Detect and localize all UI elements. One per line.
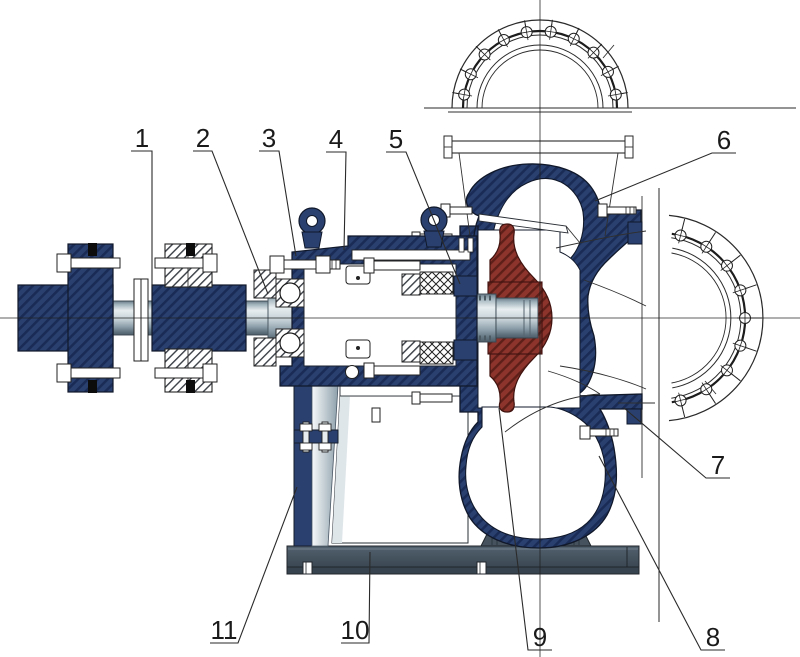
- upper-flange-bracket: [627, 221, 643, 245]
- callout-label: 8: [706, 622, 720, 652]
- packing-rings: [419, 271, 454, 295]
- callout-label: 6: [717, 125, 731, 155]
- callout-leader: [259, 150, 297, 257]
- callout-leader: [598, 455, 725, 651]
- right-discharge-flange: [641, 188, 764, 622]
- casing-cover-plate: [478, 213, 569, 234]
- callout-label: 1: [135, 123, 149, 153]
- casing-stud-bolt: [440, 203, 637, 440]
- callouts: 1 2 3 4 5 6 7 8 9 10 11: [131, 123, 736, 652]
- pedestal-bolt: [299, 421, 332, 453]
- callout-label: 3: [262, 123, 276, 153]
- callout-leader: [386, 151, 461, 285]
- callout-label: 4: [329, 124, 343, 154]
- callout-leader: [594, 152, 736, 202]
- gland-stud: [363, 257, 421, 379]
- top-discharge-flange: [424, 19, 796, 113]
- callout-leader: [326, 151, 347, 251]
- pedestal-column: [293, 385, 313, 547]
- callout-label: 10: [341, 615, 370, 645]
- gland-follower: [453, 275, 478, 297]
- callout-leader: [498, 407, 552, 651]
- coupling-bolt: [56, 253, 218, 383]
- pedestal-band: [293, 429, 339, 444]
- neck-flange-plate: [444, 140, 633, 154]
- callout-leader: [210, 486, 298, 644]
- bearing-cap-plate: [351, 249, 471, 261]
- pedestal-support: [293, 385, 469, 547]
- flange-bolts-top: [452, 19, 628, 103]
- callout-label: 5: [389, 124, 403, 154]
- anchor-notch: [302, 561, 487, 575]
- bearing-cover: [253, 269, 277, 299]
- coupling-key-mark: [88, 243, 195, 393]
- callout-label: 2: [196, 123, 210, 153]
- bearing-housing: [253, 206, 478, 423]
- oil-drain-ring: [345, 365, 359, 379]
- discharge-neck: [443, 135, 634, 159]
- drain-plug: [371, 407, 381, 423]
- gusset-plate: [331, 395, 469, 544]
- baseplate-lip: [286, 566, 640, 575]
- callout-label: 11: [211, 615, 238, 645]
- bearing-ball: [279, 282, 301, 304]
- housing-stud: [269, 255, 341, 274]
- callout-label: 7: [711, 450, 725, 480]
- suction-bell-cavity: [465, 406, 606, 540]
- callout-leader: [193, 150, 269, 295]
- callout-leader: [131, 150, 153, 287]
- callout-leader: [341, 551, 371, 644]
- callout-label: 9: [533, 622, 547, 652]
- coupling-spacer: [133, 278, 142, 362]
- callout-leader: [623, 407, 730, 479]
